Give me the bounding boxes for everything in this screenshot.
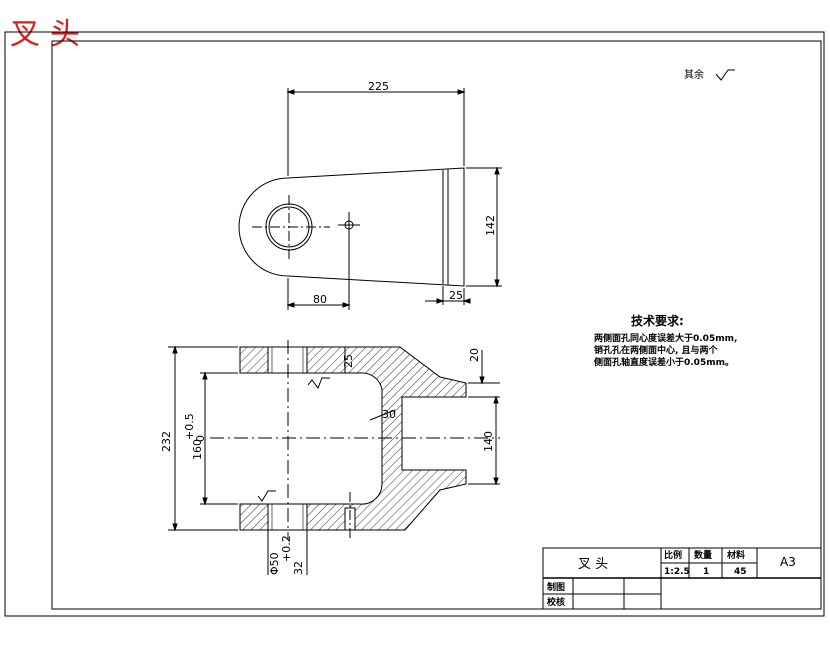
top-view-outline bbox=[238, 167, 465, 287]
title-block-scale-label: 比例 bbox=[664, 549, 682, 561]
title-block-qty-label: 数量 bbox=[694, 549, 712, 561]
dim-pin-hole-tol: +0.2 bbox=[280, 535, 293, 562]
tech-req-line-1: 两侧面孔同心度误差大于0.05mm, bbox=[594, 332, 737, 344]
top-view bbox=[238, 88, 502, 310]
title-block-part-name: 叉 头 bbox=[578, 557, 608, 572]
tech-req-title: 技术要求: bbox=[631, 313, 684, 328]
dim-wall-25: 25 bbox=[342, 354, 355, 368]
section-dim-lines bbox=[168, 345, 500, 532]
drawing-corner-title: 叉头 bbox=[10, 17, 90, 52]
dim-height-142: 142 bbox=[484, 215, 497, 236]
inner-frame bbox=[51, 40, 822, 610]
dim-bore-140: 140 bbox=[482, 431, 495, 452]
title-block-qty: 1 bbox=[703, 567, 709, 577]
outer-border bbox=[4, 31, 825, 617]
title-block-checked-label: 校核 bbox=[547, 596, 565, 608]
title-block-scale: 1:2.5 bbox=[664, 567, 690, 577]
section-view bbox=[210, 340, 500, 575]
dim-total-232: 232 bbox=[160, 431, 173, 452]
title-block bbox=[542, 547, 822, 610]
dim-step-20: 20 bbox=[468, 348, 481, 362]
tech-req-line-3: 侧面孔轴直度误差小于0.05mm。 bbox=[594, 356, 734, 368]
tech-req-line-2: 销孔孔在两侧面中心, 且与两个 bbox=[594, 344, 719, 356]
roughness-label: 其余 bbox=[684, 68, 704, 81]
dim-bore-160-tol-low: 0 bbox=[194, 435, 207, 442]
dim-pin-hole: Φ50 bbox=[268, 552, 281, 575]
title-block-material-label: 材料 bbox=[726, 549, 745, 561]
section-hatch-top bbox=[239, 346, 269, 374]
title-block-sheet-size: A3 bbox=[780, 555, 796, 569]
dim-bore-160-tol: +0.5 bbox=[183, 413, 196, 440]
dim-length-225: 225 bbox=[368, 80, 389, 93]
section-hatch-bottom bbox=[239, 503, 269, 531]
dim-bore-160: 160 bbox=[191, 439, 204, 460]
dim-radius-30: 30 bbox=[382, 408, 396, 421]
dim-pin-hole-depth: 32 bbox=[292, 561, 305, 575]
title-block-drawn-label: 制图 bbox=[547, 581, 565, 593]
roughness-symbol-icon bbox=[715, 69, 735, 81]
dim-end-25: 25 bbox=[449, 289, 463, 302]
dim-offset-80: 80 bbox=[313, 293, 327, 306]
title-block-material: 45 bbox=[734, 567, 747, 577]
